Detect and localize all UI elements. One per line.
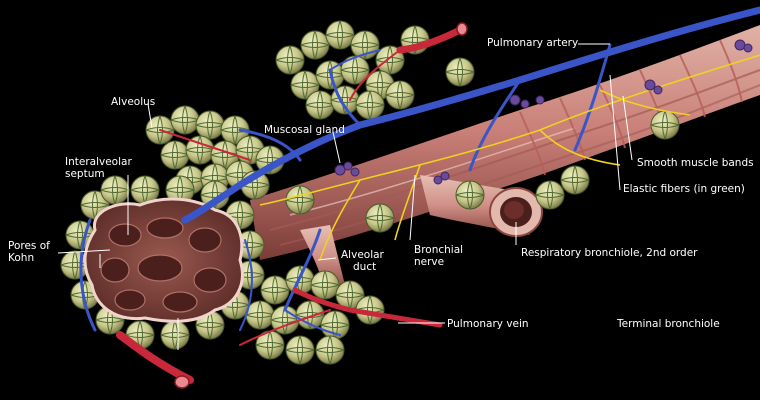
pulmonary-artery-vessels — [79, 6, 760, 336]
label-bronchial-nerve: Bronchial nerve — [414, 244, 463, 268]
label-pores-of-kohn-line2: Kohn — [8, 252, 35, 264]
label-pores-of-kohn-line1: Pores of — [8, 240, 50, 252]
label-interalveolar-septum-line1: Interalveolar — [65, 156, 132, 168]
label-interalveolar-septum: Interalveolar septum — [65, 156, 132, 180]
alveoli-cluster-sectioned — [60, 175, 265, 350]
label-bronchial-nerve-line2: nerve — [414, 256, 445, 268]
label-elastic-fibers: Elastic fibers (in green) — [623, 183, 745, 195]
terminal-bronchiole-tube — [250, 25, 760, 260]
label-bronchial-nerve-line1: Bronchial — [414, 244, 464, 256]
label-pores-of-kohn: Pores of Kohn — [8, 240, 50, 264]
label-alveolus: Alveolus — [111, 96, 156, 108]
label-muscosal-gland: Muscosal gland — [264, 124, 345, 136]
label-alveolar-duct-line1: Alveolar — [341, 249, 384, 261]
label-pulmonary-artery: Pulmonary artery — [487, 37, 579, 49]
label-interalveolar-septum-line2: septum — [65, 168, 105, 180]
label-alveolar-duct: Alveolar duct — [341, 249, 384, 273]
label-leader-lines — [57, 43, 633, 350]
label-smooth-muscle-bands: Smooth muscle bands — [637, 157, 754, 169]
muscosal-glands — [334, 39, 753, 185]
label-terminal-bronchiole: Terminal bronchiole — [617, 318, 720, 330]
label-pulmonary-vein: Pulmonary vein — [447, 318, 529, 330]
label-alveolar-duct-line2: duct — [353, 261, 377, 273]
label-respiratory-bronchiole: Respiratory bronchiole, 2nd order — [521, 247, 698, 259]
